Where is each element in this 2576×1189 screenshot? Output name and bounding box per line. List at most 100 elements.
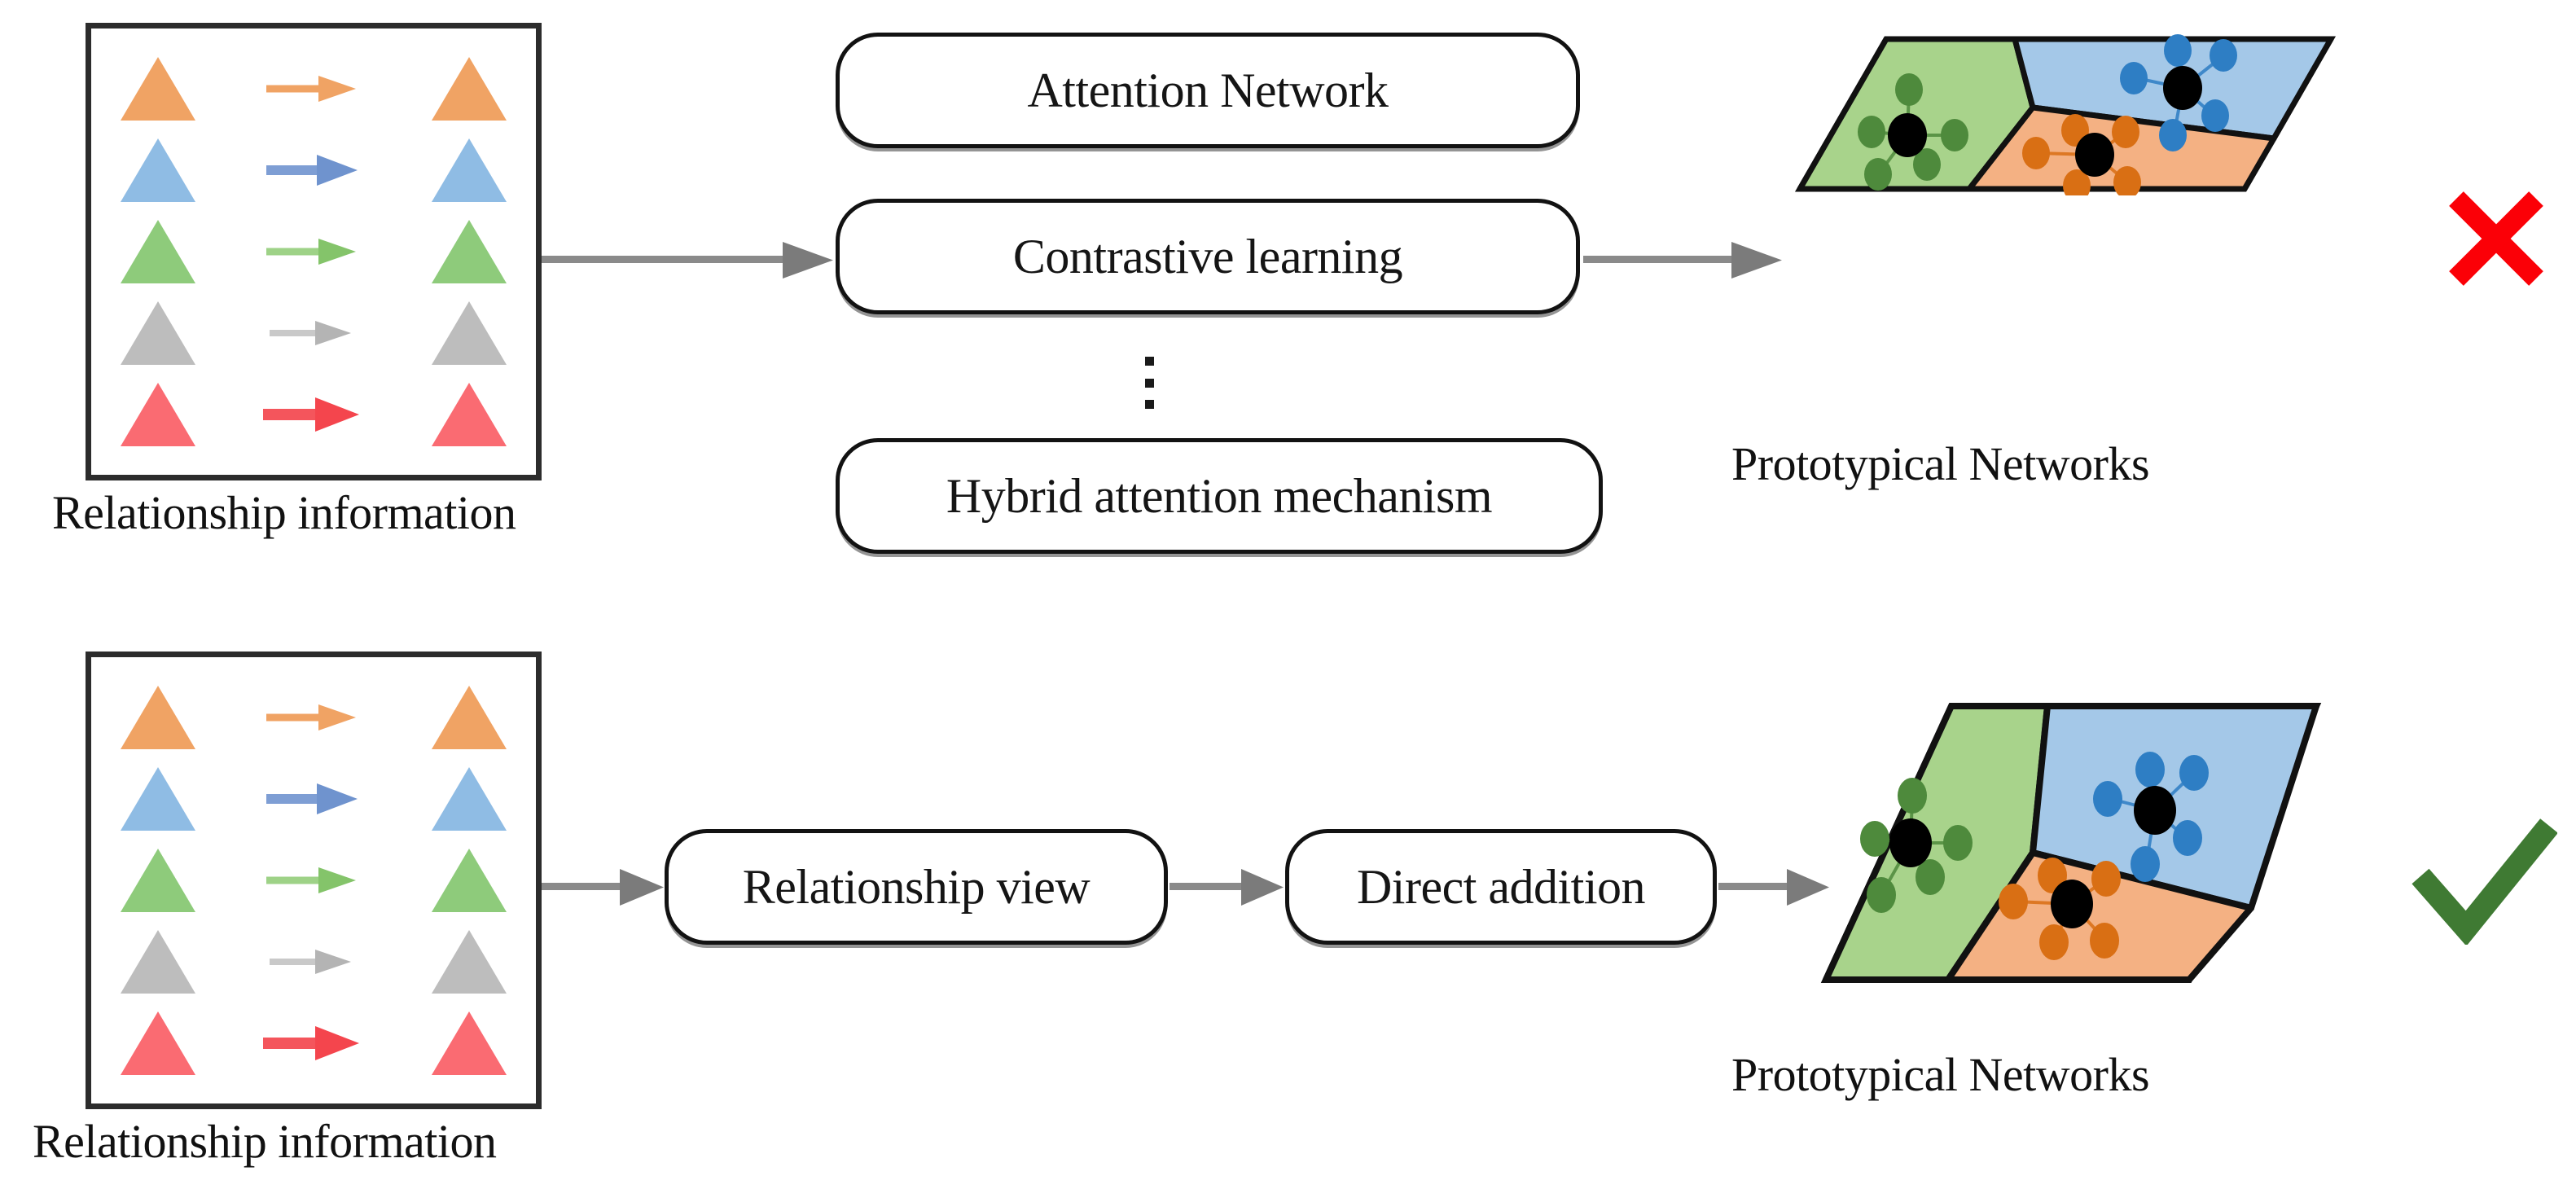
cluster-node: [2210, 39, 2237, 72]
cluster-node: [2159, 119, 2187, 151]
relationship-information-panel-top: [86, 23, 542, 480]
triangle-icon: [432, 301, 507, 365]
cluster-node: [2090, 923, 2119, 959]
prototype-node: [1888, 113, 1927, 157]
cluster-node: [2093, 781, 2122, 817]
relationship-row: [119, 1007, 508, 1079]
cluster-node: [2113, 166, 2141, 195]
target-triangle-cell: [430, 849, 508, 912]
cluster-node: [2063, 169, 2091, 195]
triangle-icon: [121, 686, 195, 749]
triangle-icon: [432, 383, 507, 446]
target-triangle-cell: [430, 138, 508, 202]
verdict-check-icon: [2411, 818, 2557, 945]
relationship-row: [119, 763, 508, 835]
cluster-node: [2022, 137, 2050, 169]
prototype-node: [2051, 880, 2093, 928]
relation-arrow-icon: [266, 155, 358, 186]
relation-arrow-icon: [266, 239, 356, 265]
method-pill-hybrid-attention-mechanism[interactable]: Hybrid attention mechanism: [836, 438, 1603, 554]
triangle-icon: [121, 138, 195, 202]
method-pill-direct-addition[interactable]: Direct addition: [1285, 829, 1717, 945]
source-triangle-cell: [119, 1011, 197, 1075]
relation-arrow-cell: [197, 396, 430, 433]
source-triangle-cell: [119, 849, 197, 912]
relation-arrow-icon: [263, 397, 359, 432]
relation-arrow-cell: [197, 152, 430, 188]
cluster-node: [1864, 158, 1892, 191]
cluster-node: [2112, 116, 2139, 148]
target-triangle-cell: [430, 686, 508, 749]
method-pill-attention-network[interactable]: Attention Network: [836, 33, 1580, 148]
flow-arrow-panel-to-relationship-view: [542, 869, 664, 906]
method-pill-label: Contrastive learning: [1012, 229, 1403, 283]
target-triangle-cell: [430, 1011, 508, 1075]
triangle-icon: [432, 849, 507, 912]
triangle-icon: [121, 383, 195, 446]
relation-arrow-cell: [197, 864, 430, 897]
cluster-node: [1895, 73, 1923, 106]
cluster-node: [1898, 778, 1927, 814]
cluster-node: [1860, 821, 1889, 857]
relation-arrow-cell: [197, 317, 430, 349]
cluster-node: [2173, 820, 2202, 856]
prototype-node: [2134, 786, 2176, 835]
method-pill-label: Relationship view: [742, 859, 1091, 914]
relation-arrow-cell: [197, 72, 430, 105]
flow-arrow-direct-addition-to-result: [1718, 869, 1829, 906]
relationship-row: [119, 297, 508, 369]
relation-arrow-cell: [197, 945, 430, 978]
cluster-node: [1867, 877, 1896, 913]
relation-arrow-icon: [270, 321, 351, 345]
orange-region: [1966, 104, 2277, 192]
prototype-node: [1889, 818, 1932, 867]
source-triangle-cell: [119, 383, 197, 446]
target-triangle-cell: [430, 57, 508, 121]
green-cluster: [1858, 73, 1968, 191]
target-triangle-cell: [430, 220, 508, 283]
cluster-node: [2179, 755, 2209, 791]
cluster-node: [2120, 62, 2148, 94]
flow-arrow-relationship-view-to-direct-addition: [1170, 869, 1284, 906]
orange-cluster: [1999, 858, 2121, 960]
verdict-cross-icon: [2449, 191, 2543, 286]
ellipsis-dot: [1144, 357, 1154, 366]
relationship-row: [119, 379, 508, 450]
relationship-information-caption-top: Relationship information: [52, 486, 516, 539]
triangle-icon: [121, 930, 195, 994]
source-triangle-cell: [119, 57, 197, 121]
cluster-node: [2201, 99, 2229, 132]
relation-arrow-icon: [270, 950, 351, 974]
triangle-icon: [121, 57, 195, 121]
relation-arrow-icon: [266, 76, 356, 102]
prototypical-networks-caption-bottom: Prototypical Networks: [1731, 1048, 2150, 1101]
cluster-node: [1913, 148, 1941, 181]
prototype-node: [2163, 66, 2202, 110]
flow-arrow-methods-to-result-top: [1583, 242, 1782, 279]
source-triangle-cell: [119, 686, 197, 749]
green-cluster: [1860, 778, 1973, 913]
method-pill-relationship-view[interactable]: Relationship view: [665, 829, 1168, 945]
cluster-node: [1858, 116, 1885, 148]
relationship-row: [119, 134, 508, 206]
triangle-icon: [121, 301, 195, 365]
ellipsis-dot: [1144, 400, 1154, 409]
prototype-node: [2075, 133, 2114, 177]
source-triangle-cell: [119, 767, 197, 831]
ellipsis-dot: [1144, 378, 1154, 388]
relation-arrow-cell: [197, 781, 430, 817]
relation-arrow-icon: [263, 1026, 359, 1060]
source-triangle-cell: [119, 930, 197, 994]
relation-arrow-icon: [266, 704, 356, 731]
relationship-rows-bottom: [91, 657, 536, 1103]
source-triangle-cell: [119, 301, 197, 365]
cluster-node: [2164, 34, 2192, 67]
target-triangle-cell: [430, 383, 508, 446]
method-pill-contrastive-learning[interactable]: Contrastive learning: [836, 199, 1580, 314]
triangle-icon: [432, 767, 507, 831]
triangle-icon: [432, 220, 507, 283]
cluster-node: [1999, 884, 2028, 919]
relationship-rows-top: [91, 29, 536, 475]
relationship-row: [119, 845, 508, 916]
